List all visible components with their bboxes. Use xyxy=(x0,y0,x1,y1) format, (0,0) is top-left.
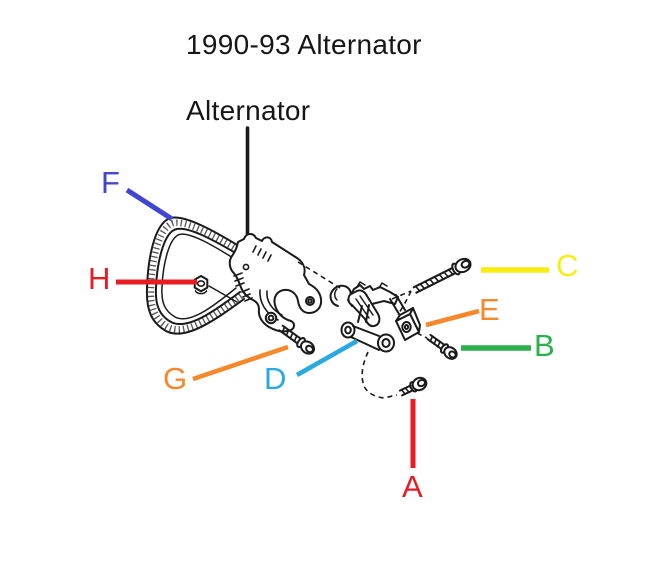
adjuster-bracket xyxy=(329,281,406,353)
alignment-dashes xyxy=(297,261,428,399)
leader-line-e xyxy=(425,308,480,328)
part-label-f: F xyxy=(101,165,120,200)
part-label-g: G xyxy=(163,361,188,396)
spacer-block xyxy=(395,307,421,341)
pulley-nut xyxy=(193,275,238,303)
part-label-e: E xyxy=(479,292,500,327)
drive-belt xyxy=(145,216,248,335)
leader-line-f xyxy=(125,187,174,222)
part-label-a: A xyxy=(402,469,423,504)
alternator-body xyxy=(228,233,323,333)
leader-lines xyxy=(116,187,549,468)
part-label-b: B xyxy=(534,328,555,363)
line-art-group xyxy=(145,126,472,399)
belt-stipple-texture xyxy=(147,219,247,333)
bolt-a xyxy=(398,376,428,397)
alternator-callout-label: Alternator xyxy=(186,95,311,126)
mount-ear-hole xyxy=(264,311,278,325)
bolt-b xyxy=(426,333,458,360)
part-label-d: D xyxy=(264,361,287,396)
part-label-c: C xyxy=(556,248,579,283)
part-label-h: H xyxy=(88,261,111,296)
page-title: 1990-93 Alternator xyxy=(186,29,422,60)
vent-slots xyxy=(233,245,272,302)
body-rivet xyxy=(242,263,250,271)
leader-line-d xyxy=(295,338,359,378)
bolt-c xyxy=(412,257,472,294)
leader-line-g xyxy=(192,344,289,382)
bolt-g xyxy=(278,324,316,355)
